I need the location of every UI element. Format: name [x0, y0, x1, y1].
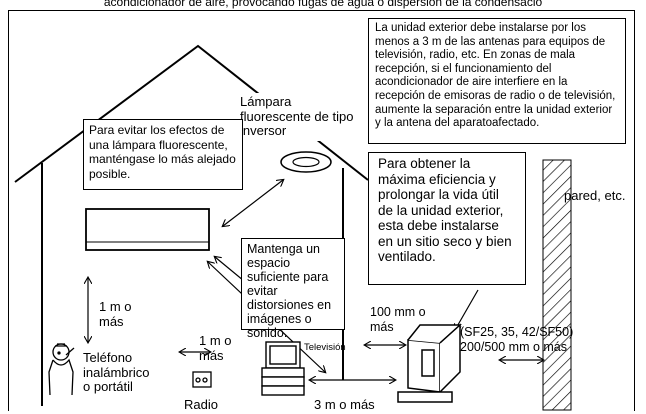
wall-label: pared, etc. — [564, 188, 626, 203]
lamp-label: Lámpara fluorescente de tipo inversor — [236, 93, 362, 141]
one-m-phone-label: 1 m o más — [199, 333, 232, 363]
cropped-caption: acondicionador de aire, provocando fugas… — [103, 0, 543, 9]
radio-icon — [192, 371, 212, 388]
antenna-distance-note: La unidad exterior debe instalarse por l… — [368, 18, 626, 144]
diagram-frame — [8, 10, 635, 411]
lamp-advice-note: Para evitar los efectos de una lámpara f… — [83, 119, 243, 190]
television-icon — [261, 341, 305, 396]
gap-100mm-label: 100 mm o más — [370, 305, 426, 334]
arrow-efficiency — [455, 289, 479, 330]
outdoor-efficiency-note: Para obtener la máxima eficiencia y prol… — [368, 152, 526, 285]
indoor-unit-icon — [85, 208, 210, 251]
tv-label: Televisión — [304, 342, 346, 353]
three-m-label: 3 m o más — [314, 397, 375, 412]
space-advice-note: Mantenga un espacio suficiente para evit… — [241, 238, 345, 340]
phone-label: Teléfono inalámbrico o portátil — [83, 350, 150, 394]
one-m-label: 1 m o más — [99, 299, 132, 329]
arrow-lamp-unit — [223, 180, 283, 226]
person-phone-icon — [48, 343, 75, 396]
wall-hatch — [542, 159, 572, 411]
outdoor-unit-icon — [397, 323, 462, 403]
radio-label: Radio — [184, 397, 218, 412]
models-clearance-label: (SF25, 35, 42/SF50) 200/500 mm o más — [460, 325, 574, 354]
